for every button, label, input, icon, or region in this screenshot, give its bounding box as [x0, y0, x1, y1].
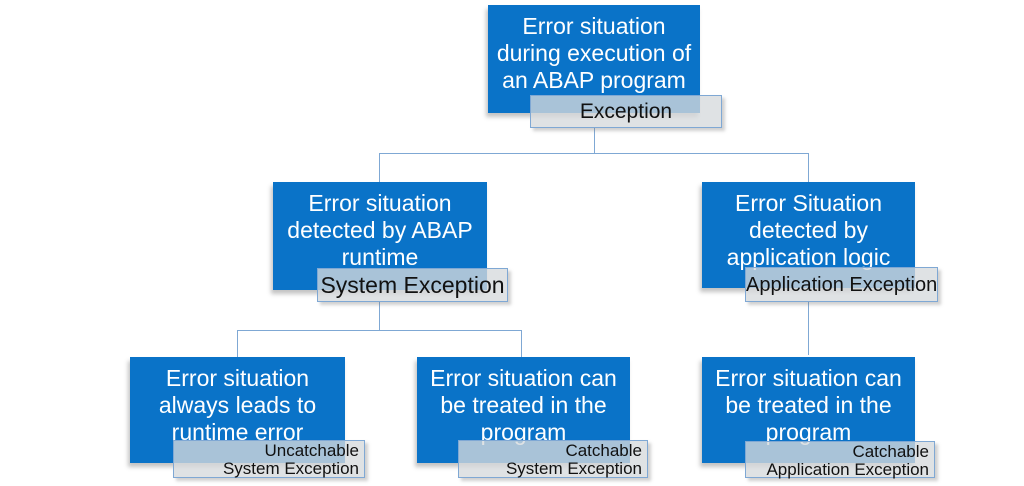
node-application-line2: detected by	[749, 217, 868, 243]
label-application-exception: Application Exception	[745, 267, 938, 302]
connector-to-uncatchable-node	[237, 330, 238, 357]
node-root-line3: an ABAP program	[502, 67, 686, 93]
label-catchable-application-exception: Catchable Application Exception	[745, 441, 935, 479]
label-uncatchable-line1: Uncatchable	[264, 441, 359, 460]
label-system-exception: System Exception	[317, 268, 508, 302]
connector-root-down	[594, 128, 595, 153]
connector-to-system-node	[379, 153, 380, 182]
connector-to-catchable-application-node	[808, 302, 809, 355]
node-catchable-system-line1: Error situation can	[430, 365, 617, 391]
label-exception-text: Exception	[579, 100, 673, 123]
node-application-line3: application logic	[726, 244, 891, 270]
label-catchable-system-line1: Catchable	[565, 441, 642, 460]
label-system-exception-text: System Exception	[320, 272, 505, 298]
connector-level1-horizontal	[379, 153, 809, 154]
node-uncatchable-line1: Error situation	[165, 365, 310, 391]
connector-system-down	[379, 302, 380, 330]
connector-level2-horizontal	[237, 330, 522, 331]
node-catchable-application-line1: Error situation can	[715, 365, 902, 391]
connector-to-catchable-system-node	[521, 330, 522, 357]
node-uncatchable-line2: always leads to	[158, 392, 317, 418]
node-root-line2: during execution of	[496, 40, 692, 66]
label-catchable-application-line2: Application Exception	[766, 460, 929, 479]
node-root-line1: Error situation	[522, 13, 666, 39]
node-catchable-application-line2: be treated in the	[725, 392, 892, 418]
node-system-line3: runtime	[341, 244, 419, 270]
label-exception: Exception	[530, 95, 722, 128]
label-application-exception-text: Application Exception	[746, 274, 938, 296]
label-catchable-system-exception: Catchable System Exception	[458, 440, 648, 478]
node-system-line2: detected by ABAP	[287, 217, 473, 243]
node-catchable-system-line2: be treated in the	[440, 392, 607, 418]
label-uncatchable-system-exception: Uncatchable System Exception	[173, 440, 365, 478]
label-catchable-system-line2: System Exception	[505, 459, 642, 478]
label-uncatchable-line2: System Exception	[222, 459, 359, 478]
label-catchable-application-line1: Catchable	[852, 442, 929, 461]
connector-to-application-node	[808, 153, 809, 182]
node-system-line1: Error situation	[308, 190, 452, 216]
node-application-line1: Error Situation	[734, 190, 882, 216]
node-catchable-application-line3: program	[765, 419, 852, 445]
